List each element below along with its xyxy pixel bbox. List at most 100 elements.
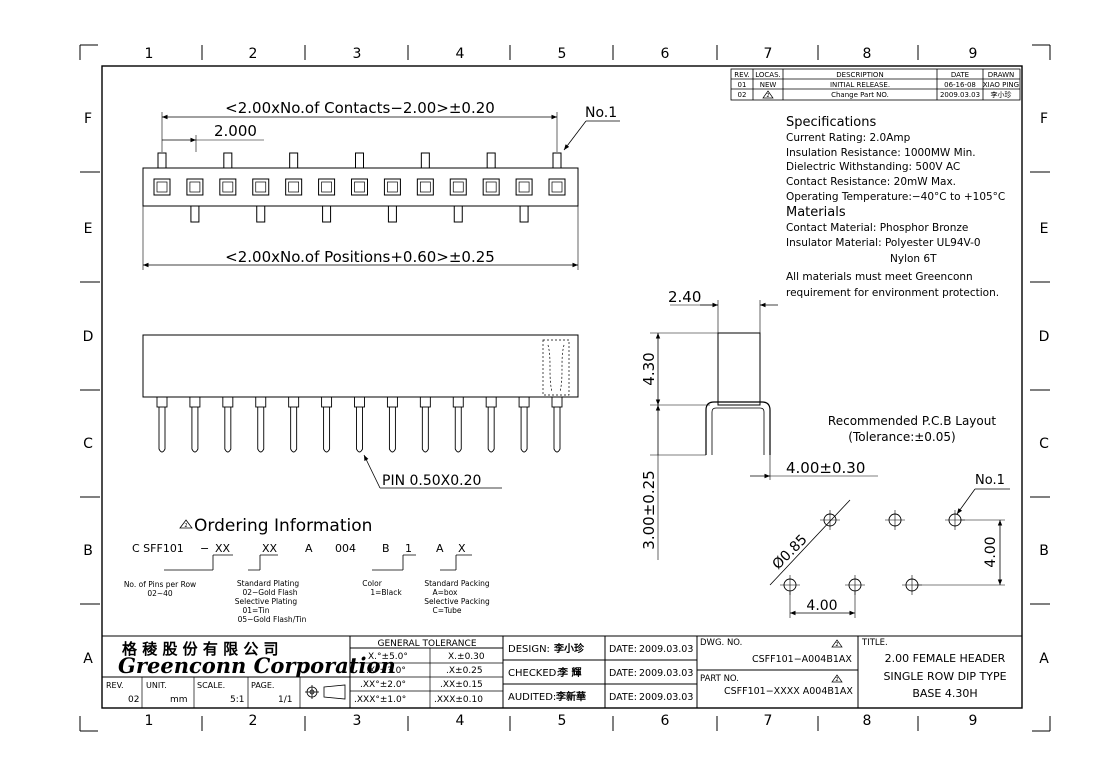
pin [222,396,234,453]
tolerance-angle-1: X.°±5.0° [368,652,408,662]
order-part-prefix: C SFF101 [132,542,184,555]
title-line-2: SINGLE ROW DIP TYPE [883,670,1006,683]
checked-label: CHECKED: [508,668,560,679]
dim-pcb-row-spacing: 4.00 [983,536,999,567]
title-line-1: 2.00 FEMALE HEADER [885,652,1006,665]
order-note-plating-3: Selective Plating [235,597,298,606]
grid-col-label-bottom: 6 [661,713,670,729]
order-part-packing: X [458,542,466,555]
tolerance-linear-2: .X±0.25 [446,666,483,676]
grid-col-label-bottom: 4 [456,713,465,729]
rev-header-description: DESCRIPTION [836,71,883,79]
tolerance-linear-4: .XXX±0.10 [434,695,483,705]
order-part-dash: − [200,542,209,555]
rev-row1-locas: NEW [760,81,777,89]
grid-col-label-top: 6 [661,46,670,62]
dim-overall-length: <2.00xNo.of Contacts−2.00>±0.20 [225,99,495,117]
pin [485,396,497,453]
dim-pcb-pitch: 4.00 [806,598,837,614]
contact [515,178,533,223]
contact-row [153,152,566,223]
scale-value: 5:1 [230,695,244,705]
rev-header-rev: REV. [734,71,749,79]
title-label: TITLE. [861,638,888,648]
pin [518,396,530,453]
audited-label: AUDITED: [508,692,556,703]
order-note-plating-5: 05−Gold Flash/Tin [238,615,307,624]
spec-line-1: Current Rating: 2.0Amp [786,132,911,144]
dwg-no-value: CSFF101−A004B1AX [752,654,852,665]
pcb-no1-label: No.1 [975,473,1005,488]
pin [386,396,398,453]
contact [285,152,303,196]
part-no-value: CSFF101−XXXX A004B1AX [724,686,853,697]
grid-row-label-right: F [1040,111,1048,127]
page-value: 1/1 [278,695,292,705]
order-note-plating-2: 02−Gold Flash [242,588,297,597]
order-note-pins-title: No. of Pins per Row [124,580,196,589]
rev-value: 02 [128,695,139,705]
order-part-pins: XX [215,542,231,555]
revision-triangle-icon: 2 [831,639,843,648]
order-part-color: 1 [405,542,412,555]
pin [452,396,464,453]
order-note-packing-3: Selective Packing [424,597,490,606]
materials-title: Materials [786,205,846,220]
grid-col-label-top: 3 [353,46,362,62]
material-line-4: All materials must meet Greenconn [786,271,973,283]
rev-row2-date: 2009.03.03 [940,91,980,99]
grid-row-label-right: C [1039,436,1049,452]
checked-date-label: DATE: [609,668,637,679]
design-label: DESIGN: [508,644,550,655]
company-name-cn: 格 稜 股 份 有 限 公 司 [122,640,279,658]
dim-overall-width: <2.00xNo.of Positions+0.60>±0.25 [225,248,495,266]
pin-size-label: PIN 0.50X0.20 [382,473,481,489]
spec-line-4: Contact Resistance: 20mW Max. [786,176,956,188]
pcb-hole [885,510,905,530]
rev-header-drawn: DRAWN [988,71,1015,79]
pin [551,396,563,453]
contact [351,152,368,196]
dim-tail-length: 3.00±0.25 [640,470,658,549]
order-note-packing-2: A=box [433,588,459,597]
rev-row1-drawn: XIAO PING [983,81,1019,89]
pcb-hole-pattern [780,510,965,595]
order-note-plating-1: Standard Plating [237,579,299,588]
side-view: PIN 0.50X0.20 [142,334,579,489]
tolerance-angle-2: .X°±3.0° [366,666,406,676]
pin [189,396,201,453]
rev-label: REV. [106,681,124,690]
rev-header-locas: LOCAS. [755,71,781,79]
pin [156,396,168,453]
grid-row-label-left: B [83,543,93,559]
drawing-frame [79,44,1051,732]
grid-col-label-bottom: 5 [558,713,567,729]
pin-row [156,396,563,453]
order-part-plating: XX [262,542,278,555]
rev-row2-rev: 02 [738,91,747,99]
grid-col-label-top: 2 [249,46,258,62]
pcb-hole [780,575,800,595]
material-line-1: Contact Material: Phosphor Bronze [786,222,968,234]
spec-line-3: Dielectric Withstanding: 500V AC [786,161,960,173]
rev-row1-rev: 01 [738,81,747,89]
pin [419,396,431,453]
order-part-height: 004 [335,542,356,555]
grid-col-label-top: 9 [969,46,978,62]
material-line-2: Insulator Material: Polyester UL94V-0 [786,237,981,249]
revision-triangle-icon: 2 [831,674,843,683]
revision-triangle-icon: 2 [762,90,774,99]
dim-hole-diameter: Ø0.85 [770,532,811,573]
contact [548,152,566,196]
rev-row1-description: INITIAL RELEASE. [830,81,890,89]
specifications-title: Specifications [786,115,876,130]
dim-row-spacing: 4.00±0.30 [786,459,865,477]
part-no-label: PART NO. [700,674,739,684]
pin [288,396,300,453]
tolerance-angle-4: .XXX°±1.0° [354,695,406,705]
grid-col-label-bottom: 7 [764,713,773,729]
dim-body-height: 4.30 [640,352,658,385]
grid-row-label-right: B [1039,543,1049,559]
